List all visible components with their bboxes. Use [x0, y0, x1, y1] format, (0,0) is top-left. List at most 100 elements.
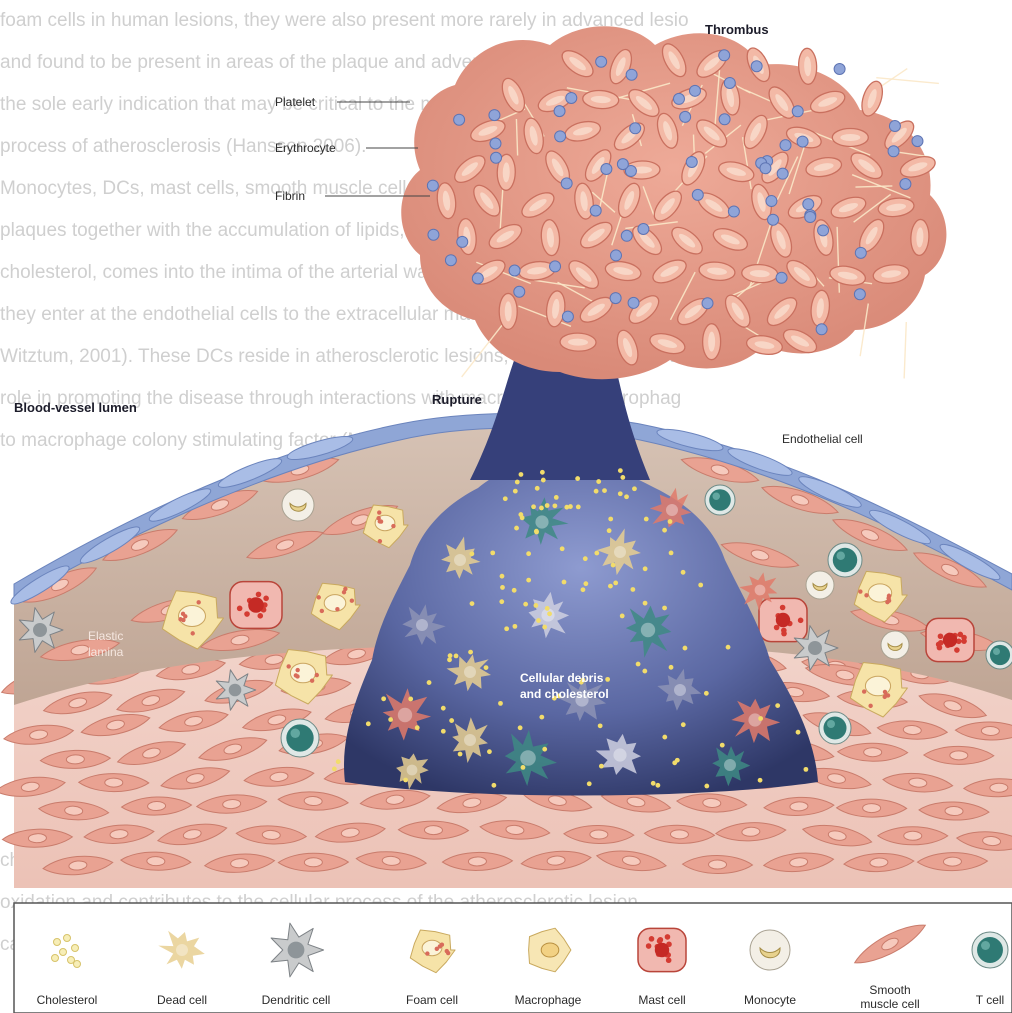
cholesterol-particle — [607, 528, 612, 533]
cholesterol-particle — [545, 503, 550, 508]
platelet — [617, 159, 628, 170]
platelet — [596, 56, 607, 67]
cholesterol-particle — [605, 677, 610, 682]
platelet — [889, 121, 900, 132]
platelet — [751, 61, 762, 72]
cholesterol-particle — [564, 505, 569, 510]
cholesterol-particle — [491, 783, 496, 788]
cholesterol-particle — [662, 735, 667, 740]
cholesterol-particle — [726, 645, 731, 650]
cholesterol-particle — [454, 653, 459, 658]
cholesterol-particle — [758, 778, 763, 783]
cholesterol-particle — [608, 584, 613, 589]
legend-label: Foam cell — [406, 993, 458, 1007]
cholesterol-particle — [581, 587, 586, 592]
cholesterol-particle — [655, 783, 660, 788]
legend-label: muscle cell — [860, 997, 919, 1011]
cholesterol-particle — [576, 504, 581, 509]
legend-label: Macrophage — [515, 993, 582, 1007]
blood-vessel-lumen-label: Blood-vessel lumen — [14, 400, 137, 415]
cholesterol-particle — [704, 784, 709, 789]
platelet — [719, 114, 730, 125]
legend-label: T cell — [976, 993, 1004, 1007]
cholesterol-particle — [583, 581, 588, 586]
legend-label: Dead cell — [157, 993, 207, 1007]
cholesterol-particle — [636, 662, 641, 667]
cholesterol-particle — [704, 691, 709, 696]
erythrocyte-label: Erythrocyte — [275, 141, 336, 155]
t-cell-icon — [972, 932, 1008, 968]
platelet — [689, 85, 700, 96]
cholesterol-particle — [523, 602, 528, 607]
cholesterol-particle — [500, 574, 505, 579]
platelet — [728, 206, 739, 217]
rupture-label: Rupture — [432, 392, 482, 407]
cholesterol-particle — [366, 721, 371, 726]
cholesterol-particle — [60, 949, 67, 956]
cholesterol-particle — [662, 606, 667, 611]
cholesterol-particle — [526, 578, 531, 583]
cholesterol-particle — [620, 475, 625, 480]
t-cell — [705, 485, 735, 515]
mast-cell — [230, 582, 282, 629]
mast-cell — [926, 618, 974, 661]
platelet — [760, 163, 771, 174]
cholesterol-particle — [668, 519, 673, 524]
platelet — [834, 64, 845, 75]
cholesterol-particle — [427, 680, 432, 685]
cholesterol-particle — [513, 489, 518, 494]
cholesterol-particle — [515, 480, 520, 485]
cholesterol-particle — [469, 551, 474, 556]
cellular-debris-label-line2: and cholesterol — [520, 687, 609, 701]
cholesterol-particle — [632, 486, 637, 491]
cholesterol-particle — [552, 503, 557, 508]
platelet — [803, 199, 814, 210]
platelet — [621, 230, 632, 241]
platelet — [491, 152, 502, 163]
cholesterol-particle — [681, 570, 686, 575]
cholesterol-particle — [587, 781, 592, 786]
platelet — [630, 123, 641, 134]
platelet — [445, 255, 456, 266]
cholesterol-particle — [536, 618, 541, 623]
cholesterol-particle — [644, 517, 649, 522]
cholesterol-particle — [541, 478, 546, 483]
cellular-debris-label-line1: Cellular debris — [520, 671, 604, 685]
platelet — [590, 205, 601, 216]
t-cell — [828, 543, 862, 577]
cholesterol-particle — [531, 504, 536, 509]
cholesterol-particle — [547, 611, 552, 616]
platelet — [610, 250, 621, 261]
cholesterol-particle — [449, 718, 454, 723]
cholesterol-particle — [642, 669, 647, 674]
monocyte-icon — [750, 930, 790, 970]
platelet — [816, 324, 827, 335]
cholesterol-particle — [583, 556, 588, 561]
cholesterol-particle — [500, 585, 505, 590]
platelet — [912, 136, 923, 147]
platelet — [454, 114, 465, 125]
cholesterol-particle — [336, 759, 341, 764]
cholesterol-particle — [503, 496, 508, 501]
cholesterol-particle — [545, 606, 550, 611]
platelet — [566, 92, 577, 103]
cholesterol-particle — [539, 715, 544, 720]
cholesterol-particle — [594, 551, 599, 556]
t-cell — [972, 932, 1008, 968]
cholesterol-particle — [535, 486, 540, 491]
cholesterol-particle — [519, 472, 524, 477]
cholesterol-particle — [408, 697, 413, 702]
cholesterol-particle — [54, 939, 61, 946]
monocyte — [750, 930, 790, 970]
platelet — [855, 247, 866, 258]
cholesterol-particle — [643, 601, 648, 606]
cholesterol-particle — [596, 479, 601, 484]
platelet — [686, 157, 697, 168]
cholesterol-particle — [602, 488, 607, 493]
platelet — [673, 93, 684, 104]
monocyte — [881, 631, 909, 659]
cholesterol-particle — [758, 716, 763, 721]
cholesterol-particle — [526, 551, 531, 556]
cholesterol-particle — [484, 665, 489, 670]
cholesterol-particle — [669, 665, 674, 670]
